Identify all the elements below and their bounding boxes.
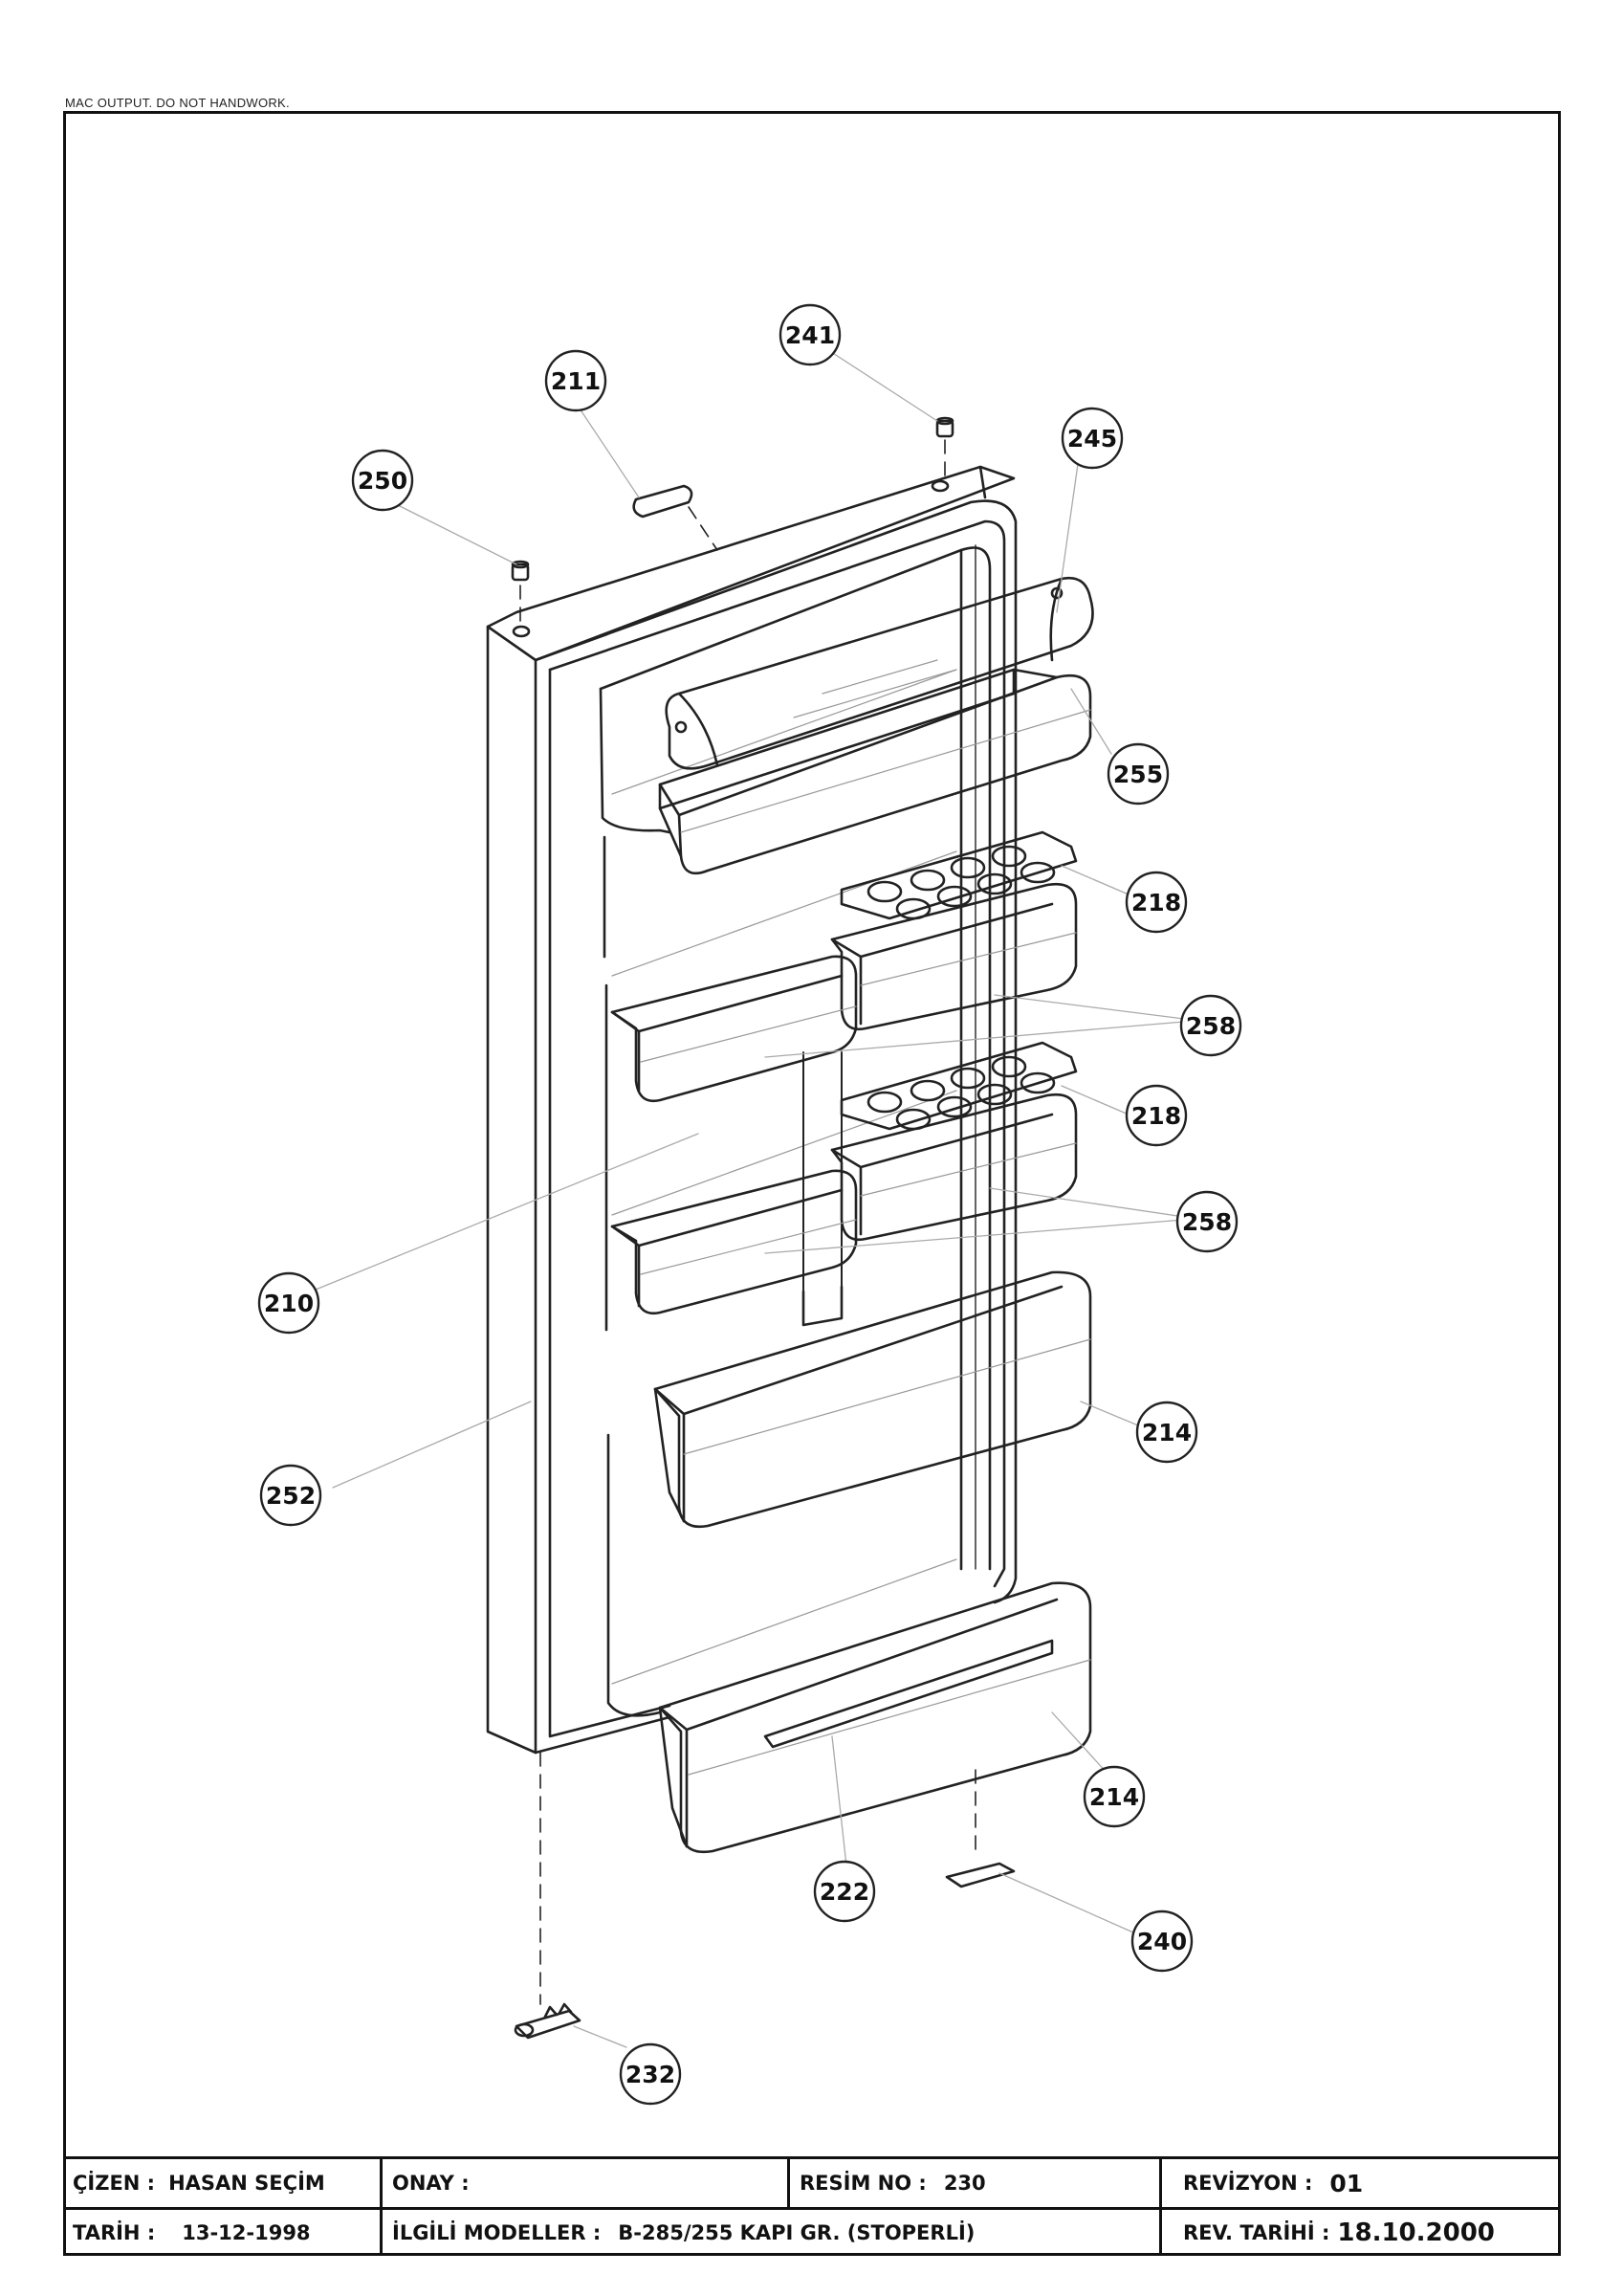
svg-text:214: 214 [1142,1419,1192,1446]
large-shelf-bottom [658,1581,1092,1854]
callout-240: 240 [1130,1910,1194,1973]
callout-214-bottom: 214 [1083,1765,1146,1828]
callout-258-upper: 258 [1179,994,1242,1057]
tb-vline-2 [787,2159,790,2208]
hinge-pin-top-right [935,416,954,438]
drawing-no-label: RESİM NO : [800,2172,927,2195]
drawing-no-value: 230 [943,2172,986,2195]
callout-218-upper: 218 [1125,871,1188,934]
svg-text:211: 211 [551,367,601,395]
approval-label: ONAY : [392,2172,470,2195]
rev-date-value: 18.10.2000 [1337,2219,1495,2247]
egg-tray-lower [840,1041,1078,1131]
date-label: TARİH : [73,2221,156,2244]
approval-cell: ONAY : [383,2159,787,2207]
large-shelf-middle [653,1270,1092,1529]
drawn-by-cell: ÇİZEN : HASAN SEÇİM [63,2159,380,2207]
callout-258-lower: 258 [1175,1190,1239,1253]
callout-218-lower: 218 [1125,1084,1188,1147]
svg-text:252: 252 [266,1482,316,1510]
dairy-lid [665,576,1094,770]
drawing-frame [63,111,1561,2256]
assembly-lines [519,439,976,2005]
title-block-divider [63,2207,1561,2210]
svg-text:232: 232 [625,2061,675,2088]
top-plug [632,484,693,519]
revision-cell: REVİZYON : 01 [1162,2159,1561,2207]
date-value: 13-12-1998 [182,2221,311,2244]
svg-text:241: 241 [785,321,835,349]
top-shelf [658,668,1092,875]
title-block: ÇİZEN : HASAN SEÇİM ONAY : RESİM NO : 23… [63,2156,1561,2256]
date-cell: TARİH : 13-12-1998 [63,2210,380,2256]
leader-lines [315,345,1185,2048]
callout-232: 232 [619,2042,682,2106]
callout-210: 210 [257,1271,320,1335]
models-label: İLGİLİ MODELLER : [392,2221,602,2244]
callout-214-middle: 214 [1135,1401,1198,1464]
callout-250: 250 [351,449,414,512]
small-shelf-upper-left [610,955,858,1103]
svg-text:214: 214 [1089,1783,1139,1811]
callout-245: 245 [1061,407,1124,470]
hinge-pin-top-left [511,560,530,582]
models-value: B-285/255 KAPI GR. (STOPERLİ) [618,2221,976,2244]
callout-211: 211 [544,349,607,412]
drawing-note: MAC OUTPUT. DO NOT HANDWORK. [65,96,290,110]
rev-date-label: REV. TARİHİ : [1183,2221,1330,2244]
drawn-by-value: HASAN SEÇİM [168,2172,325,2195]
small-shelf-upper-right [830,882,1078,1031]
rev-date-cell: REV. TARİHİ : 18.10.2000 [1162,2210,1561,2256]
callout-222: 222 [813,1860,876,1923]
revision-value: 01 [1329,2169,1364,2197]
svg-text:255: 255 [1113,761,1163,788]
small-shelf-lower-right [830,1093,1078,1242]
door-panel [486,465,1018,1755]
egg-tray-upper [840,830,1078,920]
tb-vline-3 [1159,2159,1162,2256]
svg-text:250: 250 [358,467,407,495]
svg-text:245: 245 [1067,425,1117,453]
drawn-by-label: ÇİZEN : [73,2172,156,2195]
callout-252: 252 [259,1464,322,1527]
callout-255: 255 [1107,742,1170,806]
svg-text:210: 210 [264,1290,314,1317]
bottom-stopper [945,1862,1016,1888]
models-cell: İLGİLİ MODELLER : B-285/255 KAPI GR. (ST… [383,2210,1159,2256]
small-shelf-lower-left [610,1169,858,1315]
svg-text:240: 240 [1137,1928,1187,1955]
callout-241: 241 [779,303,842,366]
drawing-no-cell: RESİM NO : 230 [790,2159,1159,2207]
svg-text:258: 258 [1182,1208,1232,1236]
svg-text:222: 222 [820,1878,869,1906]
svg-text:258: 258 [1186,1012,1236,1040]
bottom-hinge [514,2002,581,2040]
tb-vline-1 [380,2159,383,2256]
revision-label: REVİZYON : [1183,2172,1313,2195]
svg-text:218: 218 [1131,1102,1181,1130]
svg-text:218: 218 [1131,889,1181,916]
